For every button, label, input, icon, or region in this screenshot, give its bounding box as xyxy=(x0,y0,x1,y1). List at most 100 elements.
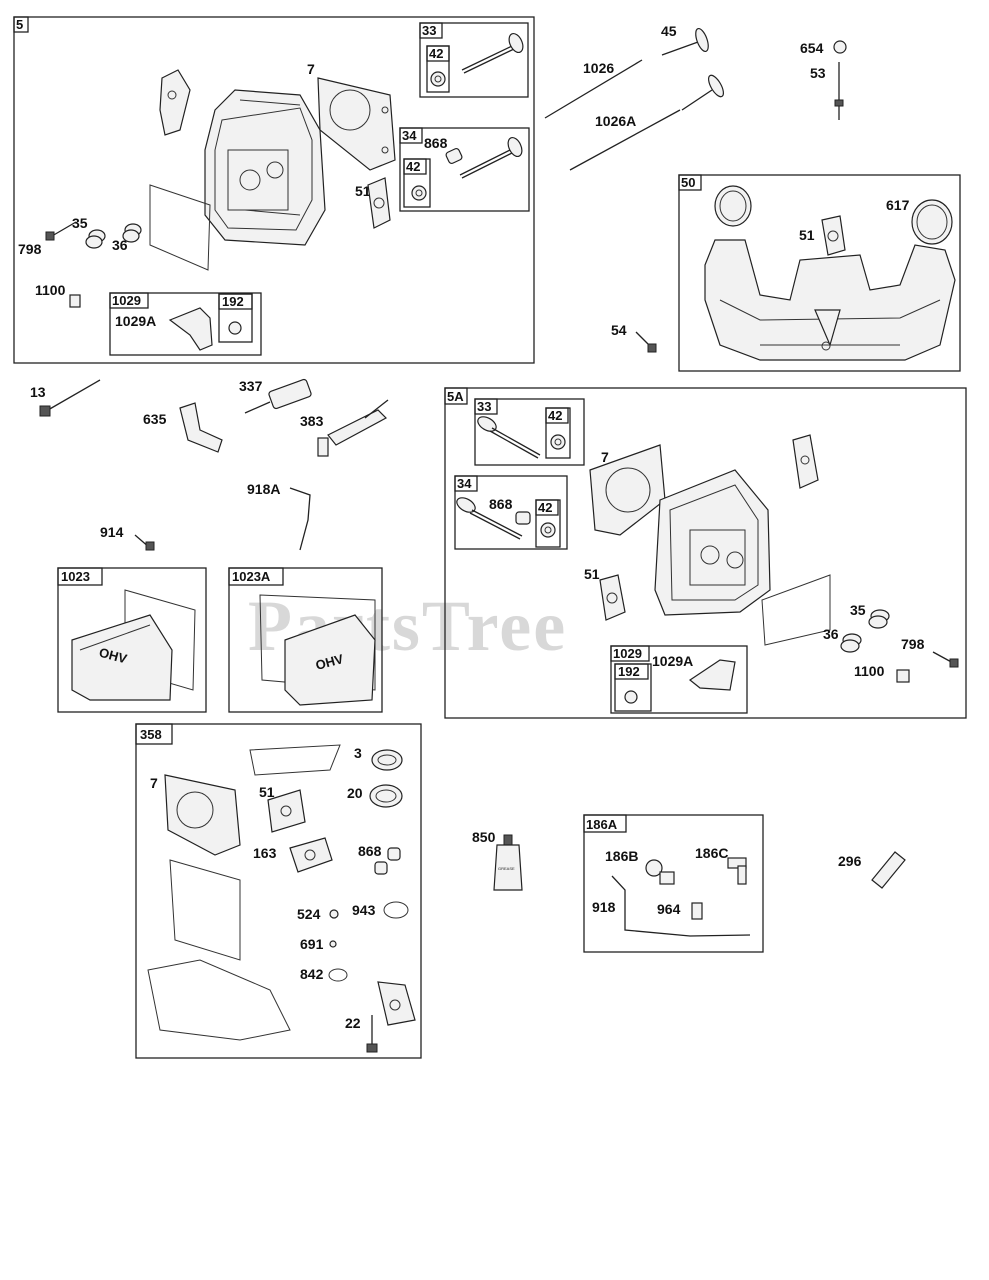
grease-tube-text: GREASE xyxy=(498,866,515,871)
label-635: 635 xyxy=(143,411,167,427)
box-1029-label: 1029 xyxy=(112,293,141,308)
gasket-flange-icon xyxy=(377,981,416,1026)
cylinder-head-icon xyxy=(654,469,771,616)
group-5-label: 5 xyxy=(16,17,23,32)
label-7c: 7 xyxy=(150,775,158,791)
manifold-icon xyxy=(704,239,956,361)
rocker-arm-icon xyxy=(168,307,213,351)
valve-icon xyxy=(461,32,524,74)
head-gasket-icon xyxy=(317,77,396,171)
label-296: 296 xyxy=(838,853,862,869)
valve-icon xyxy=(459,136,523,179)
label-617: 617 xyxy=(886,197,910,213)
box-42b-label: 42 xyxy=(406,159,420,174)
box-33-label: 33 xyxy=(422,23,436,38)
box-192-label: 192 xyxy=(222,294,244,309)
group-358-label: 358 xyxy=(140,727,162,742)
label-7: 7 xyxy=(307,61,315,77)
part-296: 296 xyxy=(838,851,906,889)
group-1023A-label: 1023A xyxy=(232,569,271,584)
loose-parts-left: 13 337 635 383 918A 914 xyxy=(30,378,389,551)
spring-icon xyxy=(122,223,142,243)
group-5-cylinder-head: 5 33 42 34 42 868 xyxy=(13,16,535,364)
plug-964-icon xyxy=(691,902,703,920)
spark-boot-icon xyxy=(179,402,223,453)
group-50-intake-manifold: 50 617 51 54 xyxy=(611,174,961,372)
pushrod-section: 45 1026 1026A 654 53 xyxy=(544,23,847,171)
label-36: 36 xyxy=(112,237,128,253)
label-868: 868 xyxy=(424,135,448,151)
oring-943-icon xyxy=(383,901,409,919)
nut-654-icon xyxy=(833,40,847,54)
pin-296-icon xyxy=(871,851,906,889)
label-1100: 1100 xyxy=(35,282,66,298)
bolt-22-icon xyxy=(366,1015,378,1053)
oring-524-icon xyxy=(329,909,339,919)
spark-plug-icon xyxy=(244,378,312,414)
label-51d: 51 xyxy=(259,784,275,800)
cover-gasket-icon xyxy=(149,184,211,271)
seal-3-icon xyxy=(371,749,403,771)
label-54: 54 xyxy=(611,322,627,338)
nut-icon xyxy=(624,690,638,704)
group-358-gasket-set: 358 3 7 51 20 163 868 524 943 691 842 xyxy=(135,723,422,1059)
label-35: 35 xyxy=(72,215,88,231)
screw-914-icon xyxy=(134,534,155,551)
label-1026: 1026 xyxy=(583,60,614,76)
fitting-186B-icon xyxy=(645,859,675,885)
clip-icon xyxy=(69,294,81,308)
box-33b-label: 33 xyxy=(477,399,491,414)
label-20: 20 xyxy=(347,785,363,801)
label-51: 51 xyxy=(355,183,371,199)
group-1023A-valve-cover: 1023A OHV xyxy=(228,567,383,713)
label-3: 3 xyxy=(354,745,362,761)
valve-icon xyxy=(681,74,724,111)
bolt-icon xyxy=(45,221,77,241)
label-45: 45 xyxy=(661,23,677,39)
label-337: 337 xyxy=(239,378,263,394)
label-13: 13 xyxy=(30,384,46,400)
cylinder-head-icon xyxy=(204,89,326,246)
label-868b: 868 xyxy=(489,496,513,512)
label-691: 691 xyxy=(300,936,324,952)
gasket-51-icon xyxy=(367,177,391,229)
bolt-icon xyxy=(932,651,959,668)
box-34-label: 34 xyxy=(402,128,417,143)
label-850: 850 xyxy=(472,829,496,845)
stud-icon xyxy=(834,62,844,120)
group-1023-valve-cover: 1023 OHV xyxy=(57,567,207,713)
hose-918-icon xyxy=(611,875,751,937)
clip-icon xyxy=(896,669,910,683)
label-868c: 868 xyxy=(358,843,382,859)
label-186C: 186C xyxy=(695,845,728,861)
valve-cover-icon xyxy=(284,614,376,706)
gasket-icon xyxy=(159,69,191,136)
label-918A: 918A xyxy=(247,481,280,497)
nut-icon xyxy=(228,321,242,335)
label-1029Ab: 1029A xyxy=(652,653,693,669)
group-5A-cylinder-head: 5A 33 42 34 42 868 7 xyxy=(444,387,967,719)
group-1023-label: 1023 xyxy=(61,569,90,584)
head-gasket-icon xyxy=(164,774,241,856)
label-22: 22 xyxy=(345,1015,361,1031)
valve-45-icon xyxy=(661,27,709,56)
bolt-13-icon xyxy=(39,379,101,417)
label-383: 383 xyxy=(300,413,324,429)
rocker-arm-icon xyxy=(688,659,736,691)
valve-icon xyxy=(456,497,523,540)
gasket-ring-icon xyxy=(714,185,752,227)
spring-icon xyxy=(868,609,890,629)
fitting-186C-icon xyxy=(727,857,747,885)
group-5A-label: 5A xyxy=(447,389,464,404)
box-1029b-label: 1029 xyxy=(613,646,642,661)
box-42d-label: 42 xyxy=(538,500,552,515)
label-654: 654 xyxy=(800,40,824,56)
label-51b: 51 xyxy=(799,227,815,243)
label-918: 918 xyxy=(592,899,616,915)
valve-icon xyxy=(477,416,541,459)
spring-icon xyxy=(85,229,106,249)
box-192b-label: 192 xyxy=(618,664,640,679)
gasket-51d-icon xyxy=(267,789,306,833)
valve-cover-icon xyxy=(71,614,173,701)
label-186B: 186B xyxy=(605,848,638,864)
